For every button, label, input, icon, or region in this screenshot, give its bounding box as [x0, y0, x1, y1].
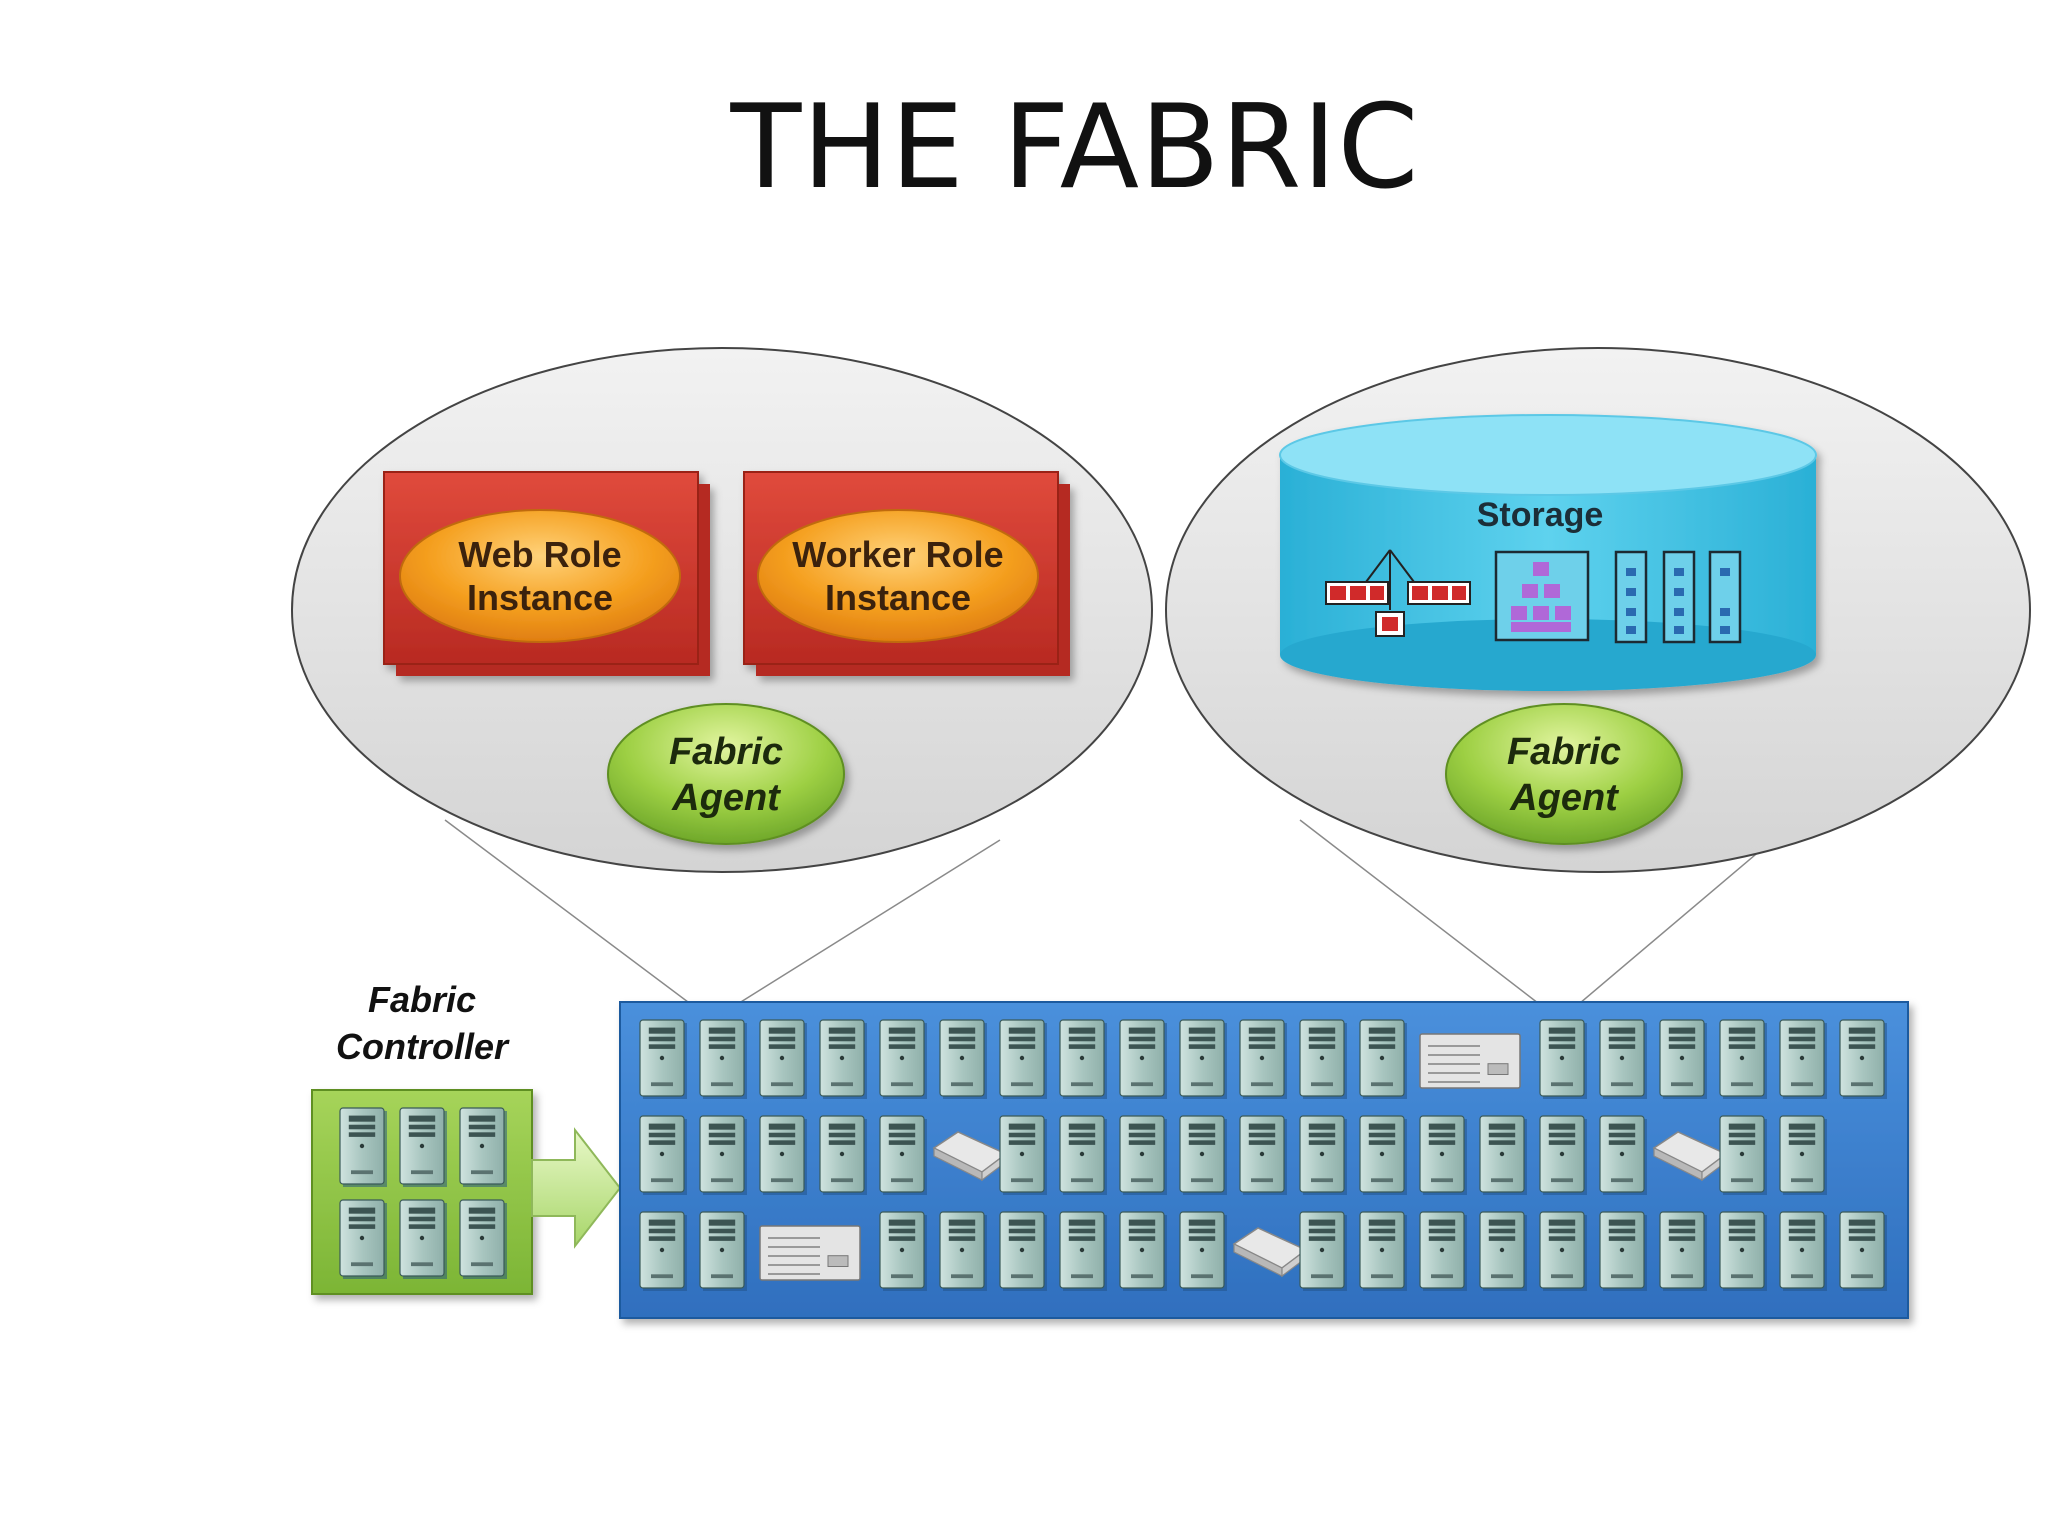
server-icon: [940, 1212, 987, 1291]
server-icon: [1060, 1020, 1107, 1099]
server-icon: [400, 1108, 447, 1187]
server-icon: [1480, 1212, 1527, 1291]
datacenter: [620, 1002, 1908, 1318]
server-icon: [1660, 1212, 1707, 1291]
server-icon: [1240, 1020, 1287, 1099]
server-icon: [1720, 1020, 1767, 1099]
controller-line1: Fabric: [368, 979, 476, 1020]
server-icon: [1840, 1212, 1887, 1291]
fabric-controller: Fabric Controller: [312, 979, 532, 1294]
controller-line2: Controller: [336, 1026, 510, 1067]
server-icon: [460, 1200, 507, 1279]
worker-role-line2: Instance: [825, 577, 971, 618]
server-icon: [1780, 1116, 1827, 1195]
server-icon: [1360, 1116, 1407, 1195]
web-role-line1: Web Role: [458, 534, 621, 575]
server-icon: [1600, 1020, 1647, 1099]
server-icon: [1660, 1020, 1707, 1099]
server-icon: [1000, 1116, 1047, 1195]
server-icon: [1120, 1116, 1167, 1195]
server-icon: [1780, 1020, 1827, 1099]
fabric-agent-right-line2: Agent: [1509, 777, 1619, 819]
server-icon: [1600, 1116, 1647, 1195]
table-icon: [1616, 552, 1740, 642]
server-icon: [1600, 1212, 1647, 1291]
server-icon: [1180, 1020, 1227, 1099]
storage-node-bubble: Storage: [1166, 348, 2030, 872]
server-icon: [820, 1116, 867, 1195]
server-icon: [1180, 1116, 1227, 1195]
server-icon: [640, 1212, 687, 1291]
server-icon: [1720, 1212, 1767, 1291]
server-icon: [340, 1108, 387, 1187]
server-icon: [760, 1020, 807, 1099]
fabric-agent-left: Fabric Agent: [608, 704, 844, 844]
web-role-line2: Instance: [467, 577, 613, 618]
server-icon: [880, 1020, 927, 1099]
server-icon: [1840, 1020, 1887, 1099]
datacenter-machines: [640, 1020, 1887, 1291]
server-icon: [1000, 1212, 1047, 1291]
server-icon: [400, 1200, 447, 1279]
server-icon: [1780, 1212, 1827, 1291]
server-icon: [1240, 1116, 1287, 1195]
blob-icon: [1496, 552, 1588, 640]
server-icon: [1120, 1212, 1167, 1291]
worker-role-box: Worker Role Instance: [744, 472, 1070, 676]
web-role-oval: [400, 510, 680, 642]
server-icon: [940, 1020, 987, 1099]
server-icon: [880, 1212, 927, 1291]
server-icon: [820, 1020, 867, 1099]
web-role-box: Web Role Instance: [384, 472, 710, 676]
server-icon: [700, 1020, 747, 1099]
server-icon: [700, 1116, 747, 1195]
server-icon: [460, 1108, 507, 1187]
compute-node-bubble: Web Role Instance Worker Role Instance F…: [292, 348, 1152, 872]
server-icon: [1480, 1116, 1527, 1195]
fabric-agent-left-line1: Fabric: [669, 731, 783, 773]
server-icon: [1360, 1212, 1407, 1291]
controller-arrow: [532, 1130, 620, 1246]
server-icon: [1120, 1020, 1167, 1099]
worker-role-oval: [758, 510, 1038, 642]
server-icon: [340, 1200, 387, 1279]
server-icon: [1300, 1116, 1347, 1195]
server-icon: [1300, 1020, 1347, 1099]
storage-cylinder: Storage: [1280, 415, 1816, 691]
storage-label: Storage: [1477, 496, 1604, 534]
fabric-agent-right: Fabric Agent: [1446, 704, 1682, 844]
server-icon: [1720, 1116, 1767, 1195]
server-icon: [1420, 1212, 1467, 1291]
server-icon: [1360, 1020, 1407, 1099]
server-icon: [1540, 1116, 1587, 1195]
server-icon: [1060, 1116, 1107, 1195]
fabric-agent-left-line2: Agent: [671, 777, 781, 819]
server-icon: [640, 1116, 687, 1195]
server-icon: [1540, 1212, 1587, 1291]
rack-server-icon: [1420, 1034, 1520, 1088]
server-icon: [1180, 1212, 1227, 1291]
server-icon: [640, 1020, 687, 1099]
worker-role-line1: Worker Role: [792, 534, 1003, 575]
server-icon: [1300, 1212, 1347, 1291]
fabric-agent-right-line1: Fabric: [1507, 731, 1621, 773]
server-icon: [1060, 1212, 1107, 1291]
server-icon: [1540, 1020, 1587, 1099]
server-icon: [700, 1212, 747, 1291]
server-icon: [880, 1116, 927, 1195]
server-icon: [1000, 1020, 1047, 1099]
server-icon: [1420, 1116, 1467, 1195]
rack-server-icon: [760, 1226, 860, 1280]
server-icon: [760, 1116, 807, 1195]
